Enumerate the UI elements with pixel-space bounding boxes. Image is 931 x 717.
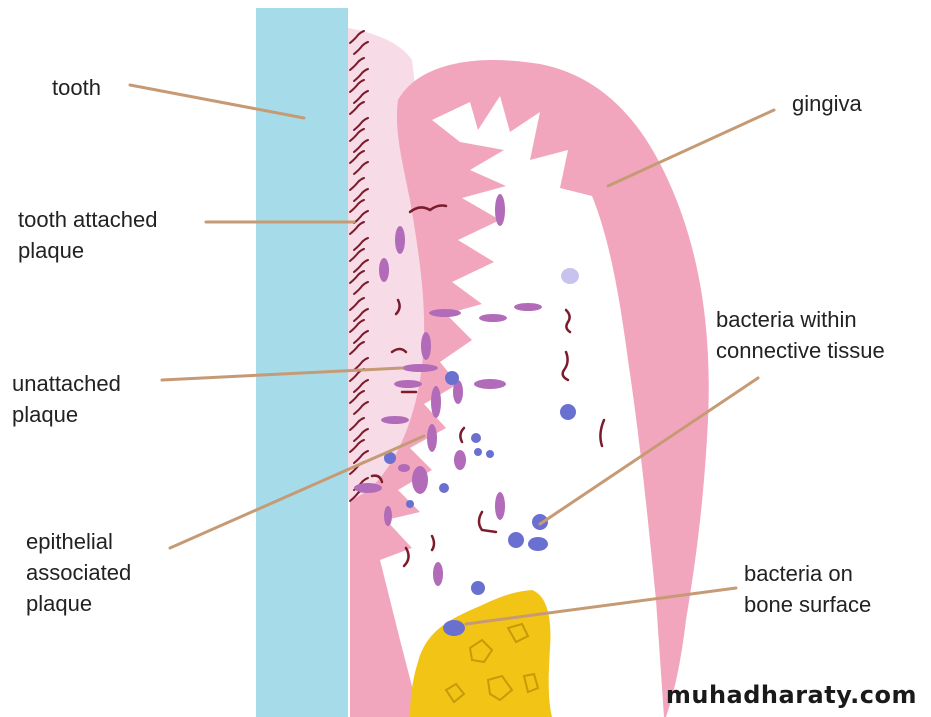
label-line: bone surface <box>744 589 871 620</box>
label-line: plaque <box>18 235 157 266</box>
label-epithelial-associated-plaque: epithelial associated plaque <box>26 526 131 619</box>
label-gingiva: gingiva <box>792 88 862 119</box>
label-line: tooth attached <box>18 204 157 235</box>
label-line: connective tissue <box>716 335 885 366</box>
label-line: bacteria on <box>744 558 871 589</box>
label-line: associated <box>26 557 131 588</box>
label-line: bacteria within <box>716 304 885 335</box>
label-tooth-attached-plaque: tooth attached plaque <box>18 204 157 266</box>
label-line: plaque <box>12 399 121 430</box>
label-bacteria-bone-surface: bacteria on bone surface <box>744 558 871 620</box>
label-tooth: tooth <box>52 72 101 103</box>
label-line: plaque <box>26 588 131 619</box>
label-bacteria-connective-tissue: bacteria within connective tissue <box>716 304 885 366</box>
label-unattached-plaque: unattached plaque <box>12 368 121 430</box>
label-line: epithelial <box>26 526 131 557</box>
label-line: unattached <box>12 368 121 399</box>
watermark: muhadharaty.com <box>666 681 917 709</box>
tooth-shape <box>256 8 348 717</box>
